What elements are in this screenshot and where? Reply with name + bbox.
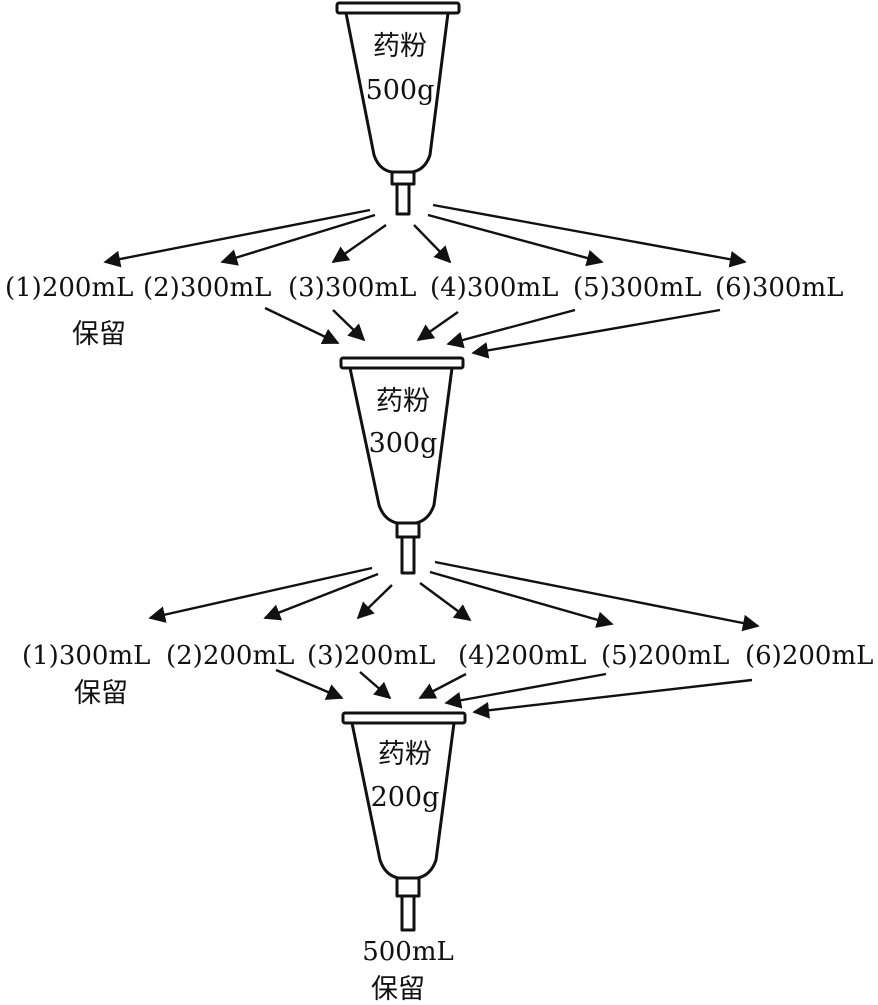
stage-2-fraction-2: (2)200mL	[166, 641, 294, 671]
stage-2-fraction-1: (1)300mL	[22, 641, 150, 671]
funnel-2-neck	[395, 521, 421, 539]
arrow-out-1-4	[413, 224, 452, 264]
stage-2-inflow-arrows	[275, 668, 753, 719]
arrow-out-2-4	[419, 582, 472, 621]
stage-1-fraction-3: (3)300mL	[288, 273, 416, 303]
arrow-in-2-6	[472, 678, 753, 719]
funnel-2-outlet	[400, 535, 416, 575]
stage-1-retained-label: 保留	[72, 319, 126, 350]
stage-1-fraction-6: (6)300mL	[715, 273, 843, 303]
arrow-in-1-6	[471, 308, 721, 359]
funnel-3-outlet	[400, 894, 416, 932]
stage-1-fraction-4: (4)300mL	[430, 273, 558, 303]
funnel-1-drug-label: 药粉	[373, 31, 427, 62]
arrow-out-1-1	[103, 208, 371, 268]
arrow-in-1-4	[416, 311, 459, 341]
funnel-2-mass-label: 300g	[369, 428, 438, 459]
arrow-out-2-1	[148, 566, 373, 623]
stage-2-fraction-4: (4)200mL	[458, 641, 586, 671]
arrow-in-1-3	[332, 309, 366, 342]
funnel-1-neck	[390, 170, 416, 186]
stage-1-fraction-5: (5)300mL	[573, 273, 701, 303]
arrow-in-2-3	[359, 671, 392, 700]
stage-1-outflow-arrows	[103, 203, 747, 268]
arrow-out-2-6	[434, 560, 760, 632]
stage-1-inflow-arrows	[264, 306, 721, 359]
stage-2-outflow-arrows	[148, 560, 760, 632]
funnel-1: 药粉 500g	[335, 1, 461, 216]
arrow-in-1-2	[264, 306, 340, 345]
arrow-in-1-5	[446, 308, 576, 349]
stage-2-fraction-6: (6)200mL	[745, 641, 873, 671]
arrow-out-2-2	[263, 572, 379, 621]
funnel-3-neck	[395, 876, 421, 898]
final-volume-label: 500mL	[362, 937, 454, 967]
stage-1-fraction-1: (1)200mL	[5, 273, 133, 303]
arrow-in-2-5	[444, 672, 607, 709]
funnel-3: 药粉 200g	[341, 711, 467, 932]
arrow-in-2-4	[418, 672, 467, 700]
funnel-1-outlet	[395, 182, 411, 216]
final-retained-label: 保留	[371, 974, 425, 1005]
arrow-out-2-3	[356, 584, 393, 620]
stage-2-fraction-3: (3)200mL	[307, 641, 435, 671]
arrow-out-1-2	[220, 213, 376, 266]
funnel-3-drug-label: 药粉	[378, 739, 432, 770]
stage-1-fraction-2: (2)300mL	[143, 273, 271, 303]
stage-1-fractions: (1)200mL (2)300mL (3)300mL (4)300mL (5)3…	[5, 273, 843, 350]
stage-2-retained-label: 保留	[74, 678, 128, 709]
stage-2-fractions: (1)300mL (2)200mL (3)200mL (4)200mL (5)2…	[22, 641, 873, 709]
arrow-out-1-5	[427, 213, 604, 267]
final-output: 500mL 保留	[362, 937, 454, 1005]
funnel-3-mass-label: 200g	[371, 782, 440, 813]
stage-2-fraction-5: (5)200mL	[601, 641, 729, 671]
funnel-2-drug-label: 药粉	[376, 386, 430, 417]
funnel-2: 药粉 300g	[339, 356, 465, 575]
arrow-in-2-2	[275, 668, 344, 700]
arrow-out-2-5	[429, 570, 614, 628]
funnel-1-mass-label: 500g	[366, 75, 435, 106]
arrow-out-1-3	[331, 224, 387, 263]
arrow-out-1-6	[432, 203, 747, 268]
